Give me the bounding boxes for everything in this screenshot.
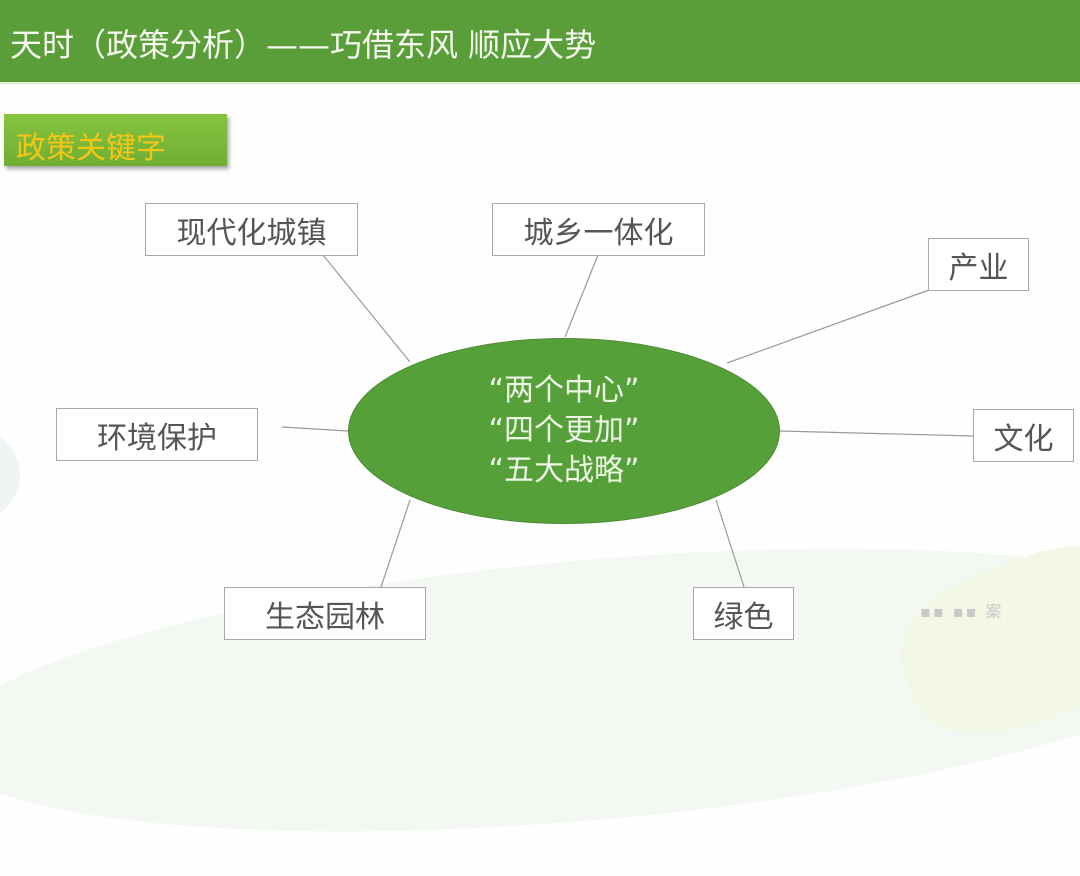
node-culture: 文化 [973,409,1074,462]
watermark: ▪▪ ▪▪ 案 [920,602,1004,621]
connector-modern-town [322,254,411,363]
connector-urban-rural [564,254,599,338]
connector-environment [281,426,349,432]
section-tag: 政策关键字 [4,114,227,166]
central-concept-ellipse: “两个中心” “四个更加” “五大战略” [348,338,780,524]
node-modern-town: 现代化城镇 [145,203,358,256]
connector-industry [726,285,941,364]
central-line-1: “两个中心” [488,373,640,408]
node-industry: 产业 [928,238,1029,291]
node-eco-garden: 生态园林 [224,587,426,640]
node-green: 绿色 [693,587,794,640]
connector-eco-garden [380,499,411,588]
connector-culture [779,430,974,437]
section-tag-label: 政策关键字 [16,131,166,166]
central-line-3: “五大战略” [488,453,640,488]
node-urban-rural: 城乡一体化 [492,203,705,256]
central-line-2: “四个更加” [488,413,640,448]
node-environment: 环境保护 [56,408,258,461]
slide-title: 天时（政策分析）——巧借东风 顺应大势 [10,26,597,64]
slide-header: 天时（政策分析）——巧借东风 顺应大势 [0,0,1080,85]
connector-green [715,499,745,588]
connector-lines [281,254,974,588]
